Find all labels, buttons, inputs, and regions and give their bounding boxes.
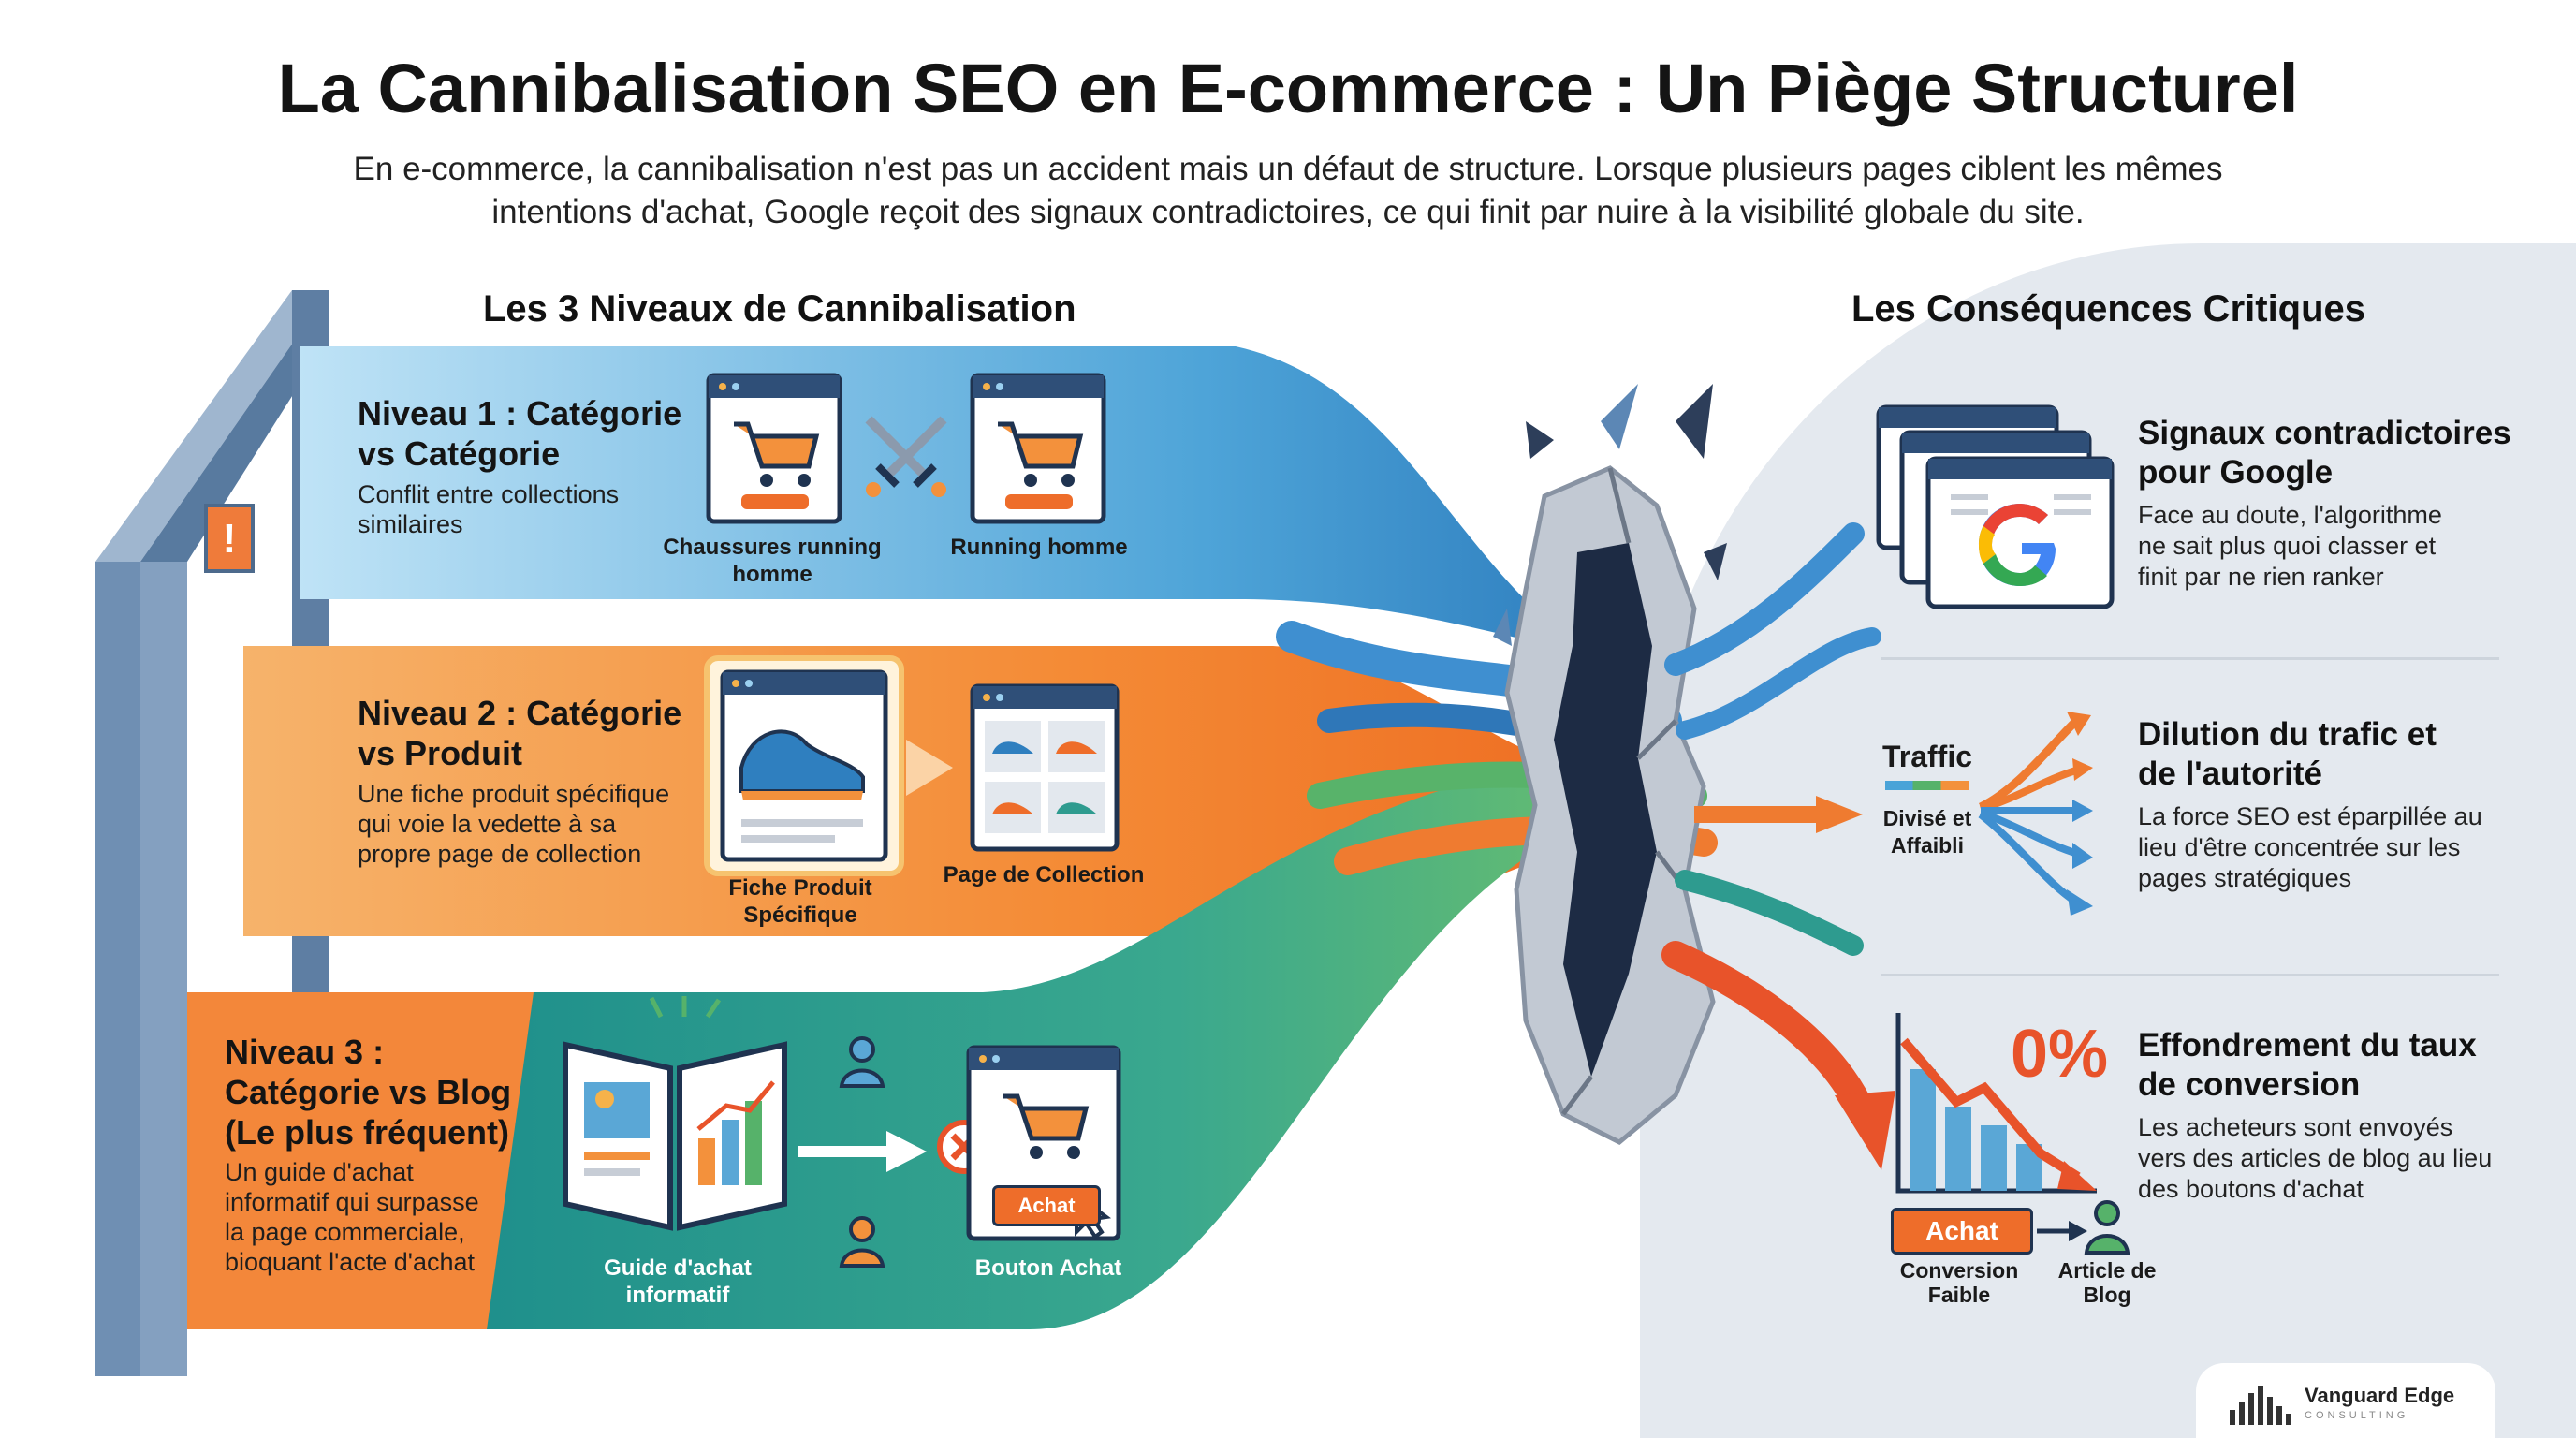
consequence-3-title: Effondrement du taux de conversion [2138,1027,2477,1103]
page-title: La Cannibalisation SEO en E-commerce : U… [277,50,2299,127]
consequence-3-desc: Les acheteurs sont envoyés vers des arti… [2138,1113,2493,1203]
level-2-band [243,646,1610,936]
brand-logo-icon [2230,1386,2291,1425]
product-page-icon [704,655,904,876]
blog-article-label: Article de Blog [2057,1258,2157,1307]
brand-tagline: CONSULTING [2305,1410,2409,1421]
level-3-item-b: Bouton Achat [974,1255,1122,1281]
level-1-item-b: Running homme [950,535,1128,560]
level-2-desc: Une fiche produit spécifique qui voie la… [358,780,670,868]
level-2-item-a: Fiche Produit Spécifique [728,875,872,928]
buy-button[interactable]: Achat [992,1185,1101,1226]
split-arrows-icon [1978,712,2093,916]
level-2-title: Niveau 2 : Catégorie vs Produit [358,694,682,772]
traffic-color-bar [1885,781,1969,790]
brand-name: Vanguard Edge [2305,1384,2455,1407]
level-1-title: Niveau 1 : Catégorie vs Catégorie [358,394,682,473]
level-1-desc: Conflit entre collections similaires [358,480,620,538]
guide-book-icon [563,996,787,1231]
conversion-low-label: Conversion Faible [1899,1258,2019,1307]
level-3-item-a: Guide d'achat informatif [604,1255,752,1308]
level-2-item-b: Page de Collection [943,862,1145,888]
divider [1881,974,2499,976]
cart-window-icon [970,373,1106,524]
levels-heading: Les 3 Niveaux de Cannibalisation [483,288,1076,330]
cracked-wall [1493,384,1727,1145]
zero-percent-label: 0% [2011,1017,2109,1092]
level-3-desc: Un guide d'achat informatif qui surpasse… [225,1158,479,1276]
user-icon [839,1216,886,1268]
outgoing-arrows [1661,522,1895,1170]
level-3-title: Niveau 3 : Catégorie vs Blog (Le plus fr… [225,1033,512,1152]
level-1-band [300,346,1591,655]
consequence-1-desc: Face au doute, l'algorithme ne sait plus… [2138,501,2442,591]
user-icon [2084,1200,2130,1255]
svg-text:!: ! [223,516,237,562]
consequence-2-desc: La force SEO est éparpillée au lieu d'êt… [2138,802,2482,892]
consequence-1-title: Signaux contradictoires pour Google [2138,415,2511,491]
consequence-2-title: Dilution du trafic et de l'autorité [2138,716,2437,792]
brand-badge: Vanguard Edge CONSULTING [2196,1363,2496,1438]
arrow-right-icon [2037,1221,2087,1241]
arrow-icon [906,740,953,796]
traffic-sublabel: Divisé et Affaibli [1882,806,1972,858]
divider [1881,657,2499,660]
page-subtitle: En e-commerce, la cannibalisation n'est … [353,151,2223,230]
swords-icon [865,416,947,497]
buy-page-window: Achat [966,1045,1121,1241]
arrow-right-icon [798,1131,927,1172]
declining-chart-icon [1895,1013,2097,1194]
collection-page-icon [970,683,1120,852]
user-icon [839,1036,886,1088]
cart-window-icon [706,373,842,524]
level-1-item-a: Chaussures running homme [663,535,882,587]
google-windows-icon [1876,404,2115,609]
warning-icon [204,504,255,573]
conversion-buy-button[interactable]: Achat [1891,1208,2033,1255]
traffic-label: Traffic [1881,740,1973,773]
consequences-heading: Les Conséquences Critiques [1852,288,2366,330]
